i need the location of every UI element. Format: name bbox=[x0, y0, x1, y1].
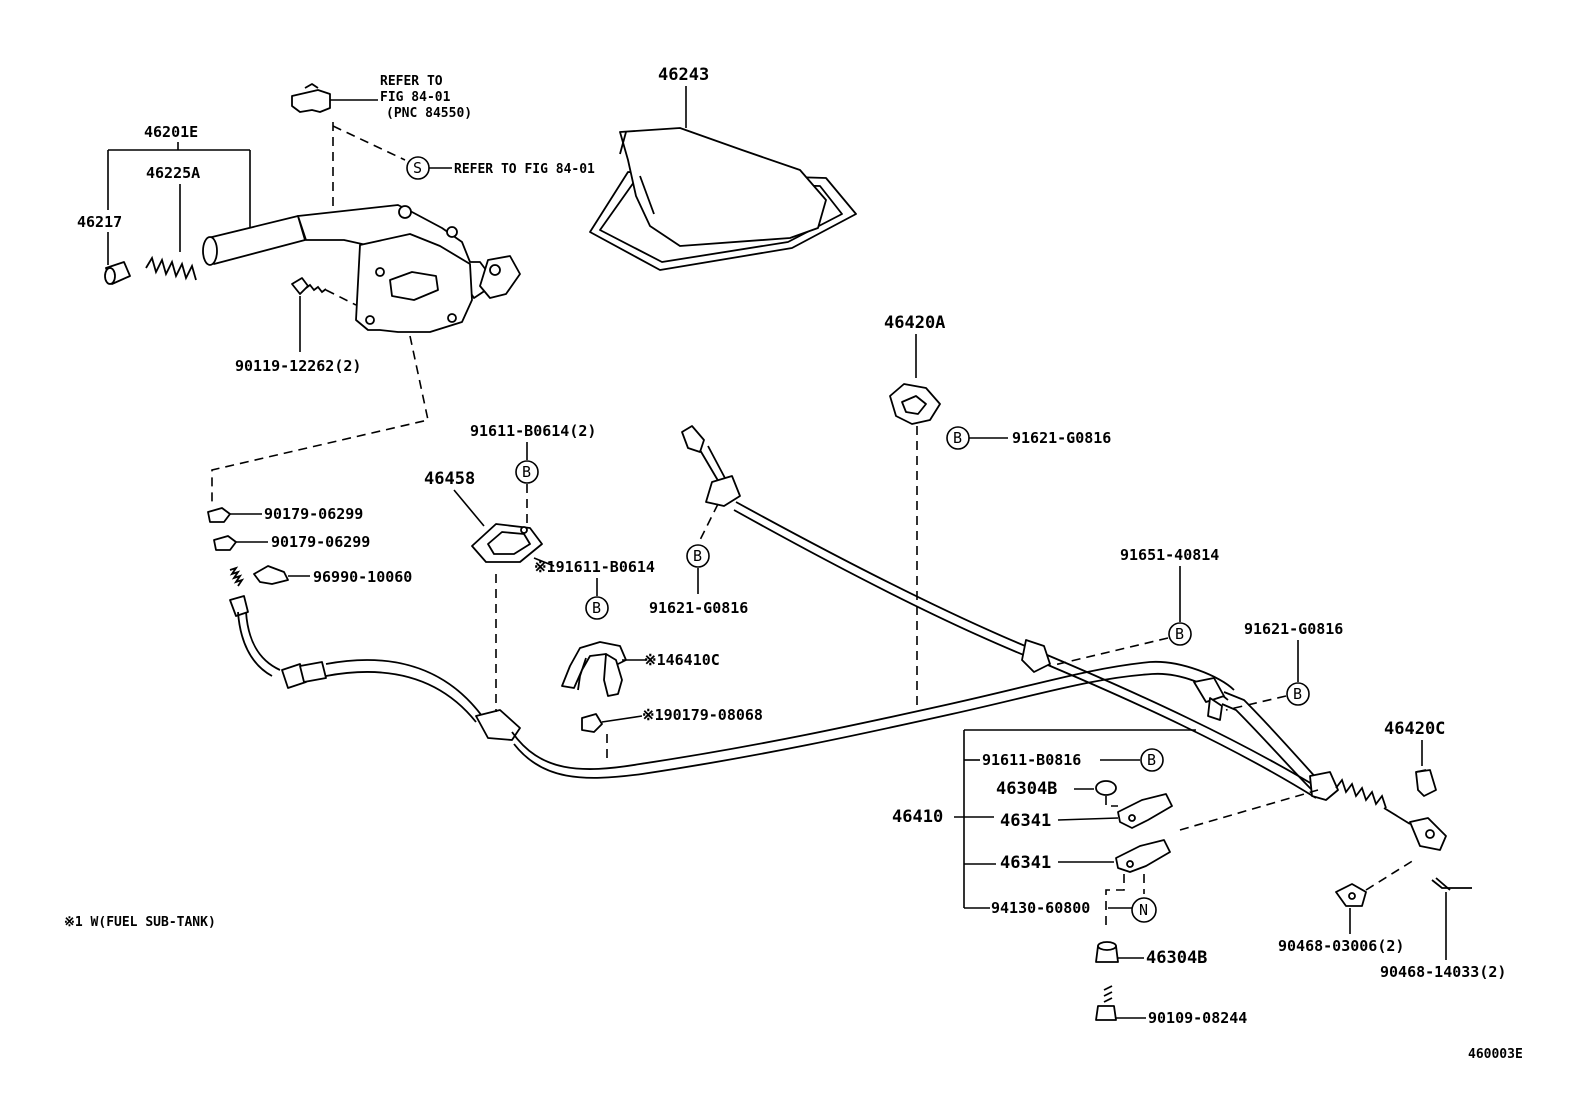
label-46420C: 46420C bbox=[1384, 719, 1445, 739]
label-90109-08244: 90109-08244 bbox=[1148, 1009, 1247, 1027]
label-91621-G0816-b: 91621-G0816 bbox=[1012, 429, 1111, 447]
label-46410: 46410 bbox=[892, 807, 943, 827]
bush-46304B-a bbox=[1095, 780, 1117, 796]
label-90119-12262: 90119-12262(2) bbox=[235, 357, 361, 375]
label-91621-G0816-a: 91621-G0816 bbox=[649, 599, 748, 617]
clip-90468-03006 bbox=[1335, 883, 1367, 907]
label-46458: 46458 bbox=[424, 469, 475, 489]
refer-part-84550 bbox=[291, 83, 331, 113]
b-marker-label: B bbox=[1293, 685, 1302, 703]
label-94130-60800: 94130-60800 bbox=[991, 899, 1090, 917]
label-90468-14033: 90468-14033(2) bbox=[1380, 963, 1506, 981]
nut-90179-08068 bbox=[581, 713, 603, 733]
label-91611-B0816: 91611-B0816 bbox=[982, 751, 1081, 769]
nut-90179-06299-b bbox=[213, 535, 237, 551]
label-146410C: ※146410C bbox=[644, 651, 720, 669]
refer-top-line2: FIG 84-01 bbox=[380, 90, 451, 105]
label-46304B-a: 46304B bbox=[996, 779, 1057, 799]
b-marker-icon bbox=[686, 544, 710, 568]
label-90179-06299-a: 90179-06299 bbox=[264, 505, 363, 523]
n-marker-label: N bbox=[1139, 901, 1148, 919]
equalizer bbox=[1309, 771, 1447, 851]
bolt-90109-08244 bbox=[1095, 985, 1117, 1021]
bracket-46420C bbox=[1415, 769, 1437, 797]
bush-46304B-b bbox=[1095, 941, 1119, 963]
cable-46410 bbox=[229, 566, 1319, 791]
b-marker-label: B bbox=[592, 599, 601, 617]
label-91621-G0816-c: 91621-G0816 bbox=[1244, 620, 1343, 638]
cap-46217 bbox=[104, 261, 131, 285]
label-190179-08068: ※190179-08068 bbox=[642, 706, 763, 724]
grommet-46458 bbox=[471, 523, 543, 563]
label-91611-B0614-2: 91611-B0614(2) bbox=[470, 422, 596, 440]
refer-top-line3: (PNC 84550) bbox=[386, 106, 472, 121]
b-marker-icon bbox=[1286, 682, 1310, 706]
lever-46201E bbox=[202, 204, 521, 333]
clip-90468-14033 bbox=[1431, 877, 1472, 891]
label-91611-B0614-note: ※191611-B0614 bbox=[534, 558, 655, 576]
refer-top-line1: REFER TO bbox=[380, 74, 443, 89]
label-46420A: 46420A bbox=[884, 313, 945, 333]
refer-s-label: REFER TO FIG 84-01 bbox=[454, 162, 595, 177]
n-marker-icon bbox=[1131, 897, 1157, 923]
footnote: ※1 W(FUEL SUB-TANK) bbox=[64, 915, 216, 930]
b-marker-icon bbox=[1168, 622, 1192, 646]
cable-upper bbox=[681, 425, 1323, 799]
label-46243: 46243 bbox=[658, 65, 709, 85]
bolt-90119-12262 bbox=[291, 277, 327, 295]
b-marker-icon bbox=[1140, 748, 1164, 772]
label-90179-06299-b: 90179-06299 bbox=[271, 533, 370, 551]
label-46341-a: 46341 bbox=[1000, 811, 1051, 831]
clamp-46341-a bbox=[1117, 793, 1173, 829]
label-46217: 46217 bbox=[77, 213, 122, 231]
s-marker-label: S bbox=[413, 159, 422, 177]
label-96990-10060: 96990-10060 bbox=[313, 568, 412, 586]
b-marker-label: B bbox=[522, 463, 531, 481]
b-marker-label: B bbox=[1147, 751, 1156, 769]
boot-46243 bbox=[589, 127, 857, 271]
label-46341-b: 46341 bbox=[1000, 853, 1051, 873]
bracket-46420A bbox=[889, 383, 941, 425]
b-marker-label: B bbox=[1175, 625, 1184, 643]
b-marker-label: B bbox=[953, 429, 962, 447]
b-marker-icon bbox=[585, 596, 609, 620]
nut-90179-06299-a bbox=[207, 507, 231, 523]
cable-no1-46410C bbox=[561, 641, 627, 697]
label-90468-03006: 90468-03006(2) bbox=[1278, 937, 1404, 955]
diagram-code: 460003E bbox=[1468, 1047, 1523, 1062]
b-marker-icon bbox=[515, 460, 539, 484]
spring-46225A bbox=[145, 255, 197, 281]
clamp-46341-b bbox=[1115, 839, 1171, 873]
label-46304B-b: 46304B bbox=[1146, 948, 1207, 968]
label-46225A: 46225A bbox=[146, 164, 200, 182]
label-46201E: 46201E bbox=[144, 123, 198, 141]
b-marker-label: B bbox=[693, 547, 702, 565]
label-91651-40814: 91651-40814 bbox=[1120, 546, 1219, 564]
clamp-96990-10060 bbox=[253, 565, 289, 585]
